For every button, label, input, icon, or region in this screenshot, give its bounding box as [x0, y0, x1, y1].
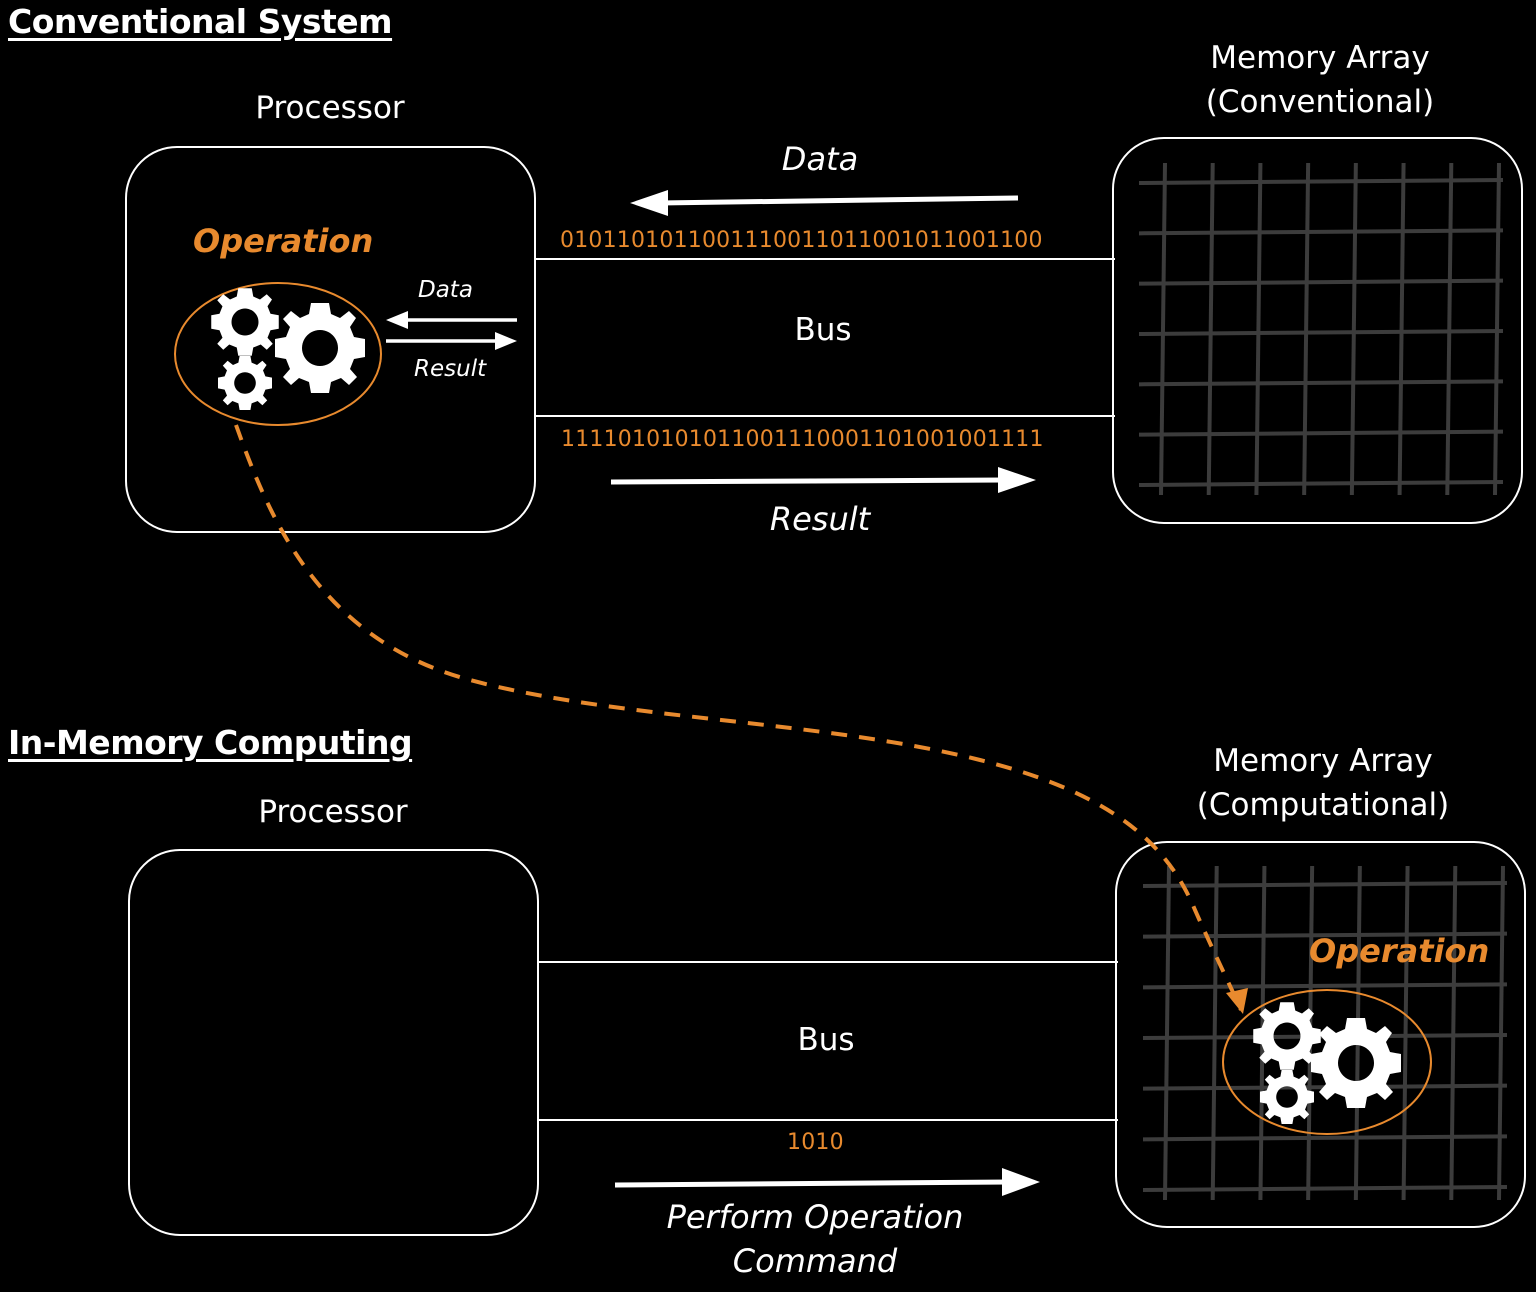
grid-column-line	[1302, 162, 1311, 496]
memory-label-line2: (Conventional)	[1205, 84, 1435, 120]
operation-ellipse	[174, 282, 382, 426]
grid-row-line	[1138, 228, 1504, 236]
memory-array-box	[1112, 137, 1523, 524]
memory-label-line2-2: (Computational)	[1196, 787, 1450, 823]
grid-column-line	[1163, 865, 1171, 1201]
command-label-line1: Perform Operation	[666, 1198, 964, 1236]
command-bits: 1010	[787, 1130, 844, 1155]
result-arrow-label: Result	[769, 500, 871, 538]
gears-icon-2	[1253, 1002, 1401, 1124]
bus-label-2: Bus	[797, 1022, 855, 1058]
grid-column-line	[1254, 162, 1263, 496]
grid-column-line	[1493, 162, 1501, 496]
grid-row-line	[1138, 278, 1504, 286]
operation-label: Operation	[193, 222, 374, 260]
result-bits: 1111010101011001110001101001001111	[561, 427, 1044, 452]
command-label-line2: Command	[732, 1242, 898, 1280]
grid-row-line	[1142, 931, 1508, 939]
operation-ellipse-2	[1222, 989, 1432, 1135]
memory-label-line1-2: Memory Array	[1213, 743, 1433, 779]
memory-label-line1: Memory Array	[1210, 40, 1430, 76]
command-arrow-right-icon	[614, 1168, 1040, 1196]
computational-grid-icon	[1142, 865, 1508, 1201]
data-bits: 0101101011001110011011001011001100	[560, 228, 1043, 253]
grid-column-line	[1445, 162, 1454, 496]
grid-row-line	[1138, 178, 1504, 185]
section-title-in-memory: In-Memory Computing	[8, 723, 413, 762]
grid-column-line	[1206, 162, 1215, 496]
grid-row-line	[1142, 881, 1508, 888]
dashed-connector-arrow	[234, 424, 1248, 1014]
grid-column-line	[1401, 865, 1410, 1201]
data-arrow-label: Data	[781, 140, 859, 178]
operation-label-2: Operation	[1309, 932, 1490, 970]
inner-arrow-right-icon	[386, 332, 517, 350]
grid-column-line	[1397, 162, 1406, 496]
inner-data-label: Data	[418, 277, 473, 303]
inner-result-label: Result	[414, 356, 487, 382]
processor-box-2	[128, 849, 539, 1236]
grid-row-line	[1138, 429, 1504, 437]
arrow-right-icon	[610, 467, 1036, 493]
bus-label: Bus	[794, 312, 852, 348]
inner-arrow-left-icon	[386, 311, 517, 329]
processor-box	[125, 146, 536, 533]
grid-row-line	[1138, 480, 1504, 487]
grid-column-line	[1349, 162, 1358, 496]
grid-column-line	[1210, 865, 1219, 1201]
grid-column-line	[1159, 162, 1167, 496]
grid-row-line	[1142, 982, 1508, 990]
grid-column-line	[1497, 865, 1505, 1201]
gears-icon	[211, 288, 365, 410]
processor-label: Processor	[255, 90, 405, 126]
grid-row-line	[1138, 379, 1504, 387]
grid-row-line	[1142, 1134, 1508, 1142]
section-title-conventional: Conventional System	[8, 2, 393, 41]
arrow-left-icon	[630, 190, 1019, 216]
computational-memory-box	[1115, 841, 1526, 1228]
memory-grid-icon	[1138, 162, 1504, 496]
grid-row-line	[1138, 329, 1504, 336]
processor-label-2: Processor	[258, 794, 408, 830]
grid-column-line	[1449, 865, 1458, 1201]
grid-row-line	[1142, 1185, 1508, 1192]
